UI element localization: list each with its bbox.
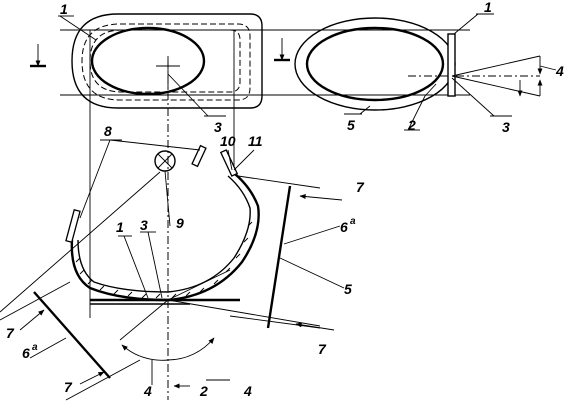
leader-8-b bbox=[109, 139, 201, 151]
bowl-outer-contour bbox=[71, 13, 263, 109]
leader-4-top-right bbox=[539, 65, 557, 71]
label-11: 11 bbox=[248, 133, 263, 149]
bowl-profile-inner bbox=[77, 175, 251, 293]
label-6a-left-sup: a bbox=[32, 342, 38, 353]
label-7-right-bottom: 7 bbox=[318, 341, 327, 357]
labels: 1 3 1 2 3 4 5 8 9 10 11 7 6 a 5 1 3 7 7 … bbox=[6, 0, 564, 399]
angle-arc-left bbox=[121, 344, 169, 361]
arrow-7-left-bottom bbox=[79, 371, 105, 385]
leader-2-top-right-b bbox=[407, 95, 426, 131]
label-1-top-right: 1 bbox=[484, 0, 492, 15]
leader-2-top-right bbox=[424, 83, 437, 97]
label-3-top-left: 3 bbox=[214, 119, 222, 135]
top-left-view bbox=[30, 13, 290, 117]
label-4-top-right: 4 bbox=[555, 63, 564, 79]
label-9: 9 bbox=[176, 215, 184, 231]
tilt-line-right-b bbox=[167, 299, 321, 327]
leader-6a-right bbox=[283, 225, 341, 245]
label-7-left-top: 7 bbox=[6, 325, 15, 341]
rotation-point-x2 bbox=[157, 153, 173, 169]
leader-10 bbox=[227, 149, 233, 171]
rim-edge-tile bbox=[191, 144, 207, 168]
label-8: 8 bbox=[104, 123, 112, 139]
support-plate-right-bottom-edge bbox=[229, 315, 321, 329]
label-4-right: 4 bbox=[243, 383, 252, 399]
leader-9 bbox=[164, 170, 171, 227]
top-right-view bbox=[294, 13, 557, 131]
leader-1-top-right bbox=[453, 13, 479, 35]
bowl-profile-outer bbox=[70, 169, 260, 302]
arrow-7-left-top bbox=[19, 309, 45, 331]
label-4-left: 4 bbox=[143, 383, 152, 399]
label-6a-left: 6 bbox=[22, 345, 30, 361]
label-2-section: 2 bbox=[199, 383, 208, 399]
label-1-section: 1 bbox=[116, 219, 124, 235]
support-plate-left-bottom-edge bbox=[65, 359, 141, 401]
leader-3-top-right bbox=[451, 77, 495, 117]
rim-flange-right bbox=[219, 149, 239, 177]
tilt-line-right-a bbox=[167, 269, 231, 301]
angle-line-upper bbox=[451, 55, 541, 77]
bowl-inner-dashed-contour-2 bbox=[89, 29, 241, 93]
support-plate-left bbox=[33, 291, 111, 379]
bowl-rim-inner-ellipse bbox=[305, 26, 445, 102]
leader-1-section bbox=[123, 235, 149, 299]
label-2-top-right: 2 bbox=[407, 117, 416, 133]
section-view bbox=[0, 139, 345, 401]
label-6a-right: 6 bbox=[340, 219, 348, 235]
angle-arc-right bbox=[167, 337, 215, 361]
bowl-rim-outer-ellipse bbox=[294, 17, 456, 111]
leader-6a-left bbox=[29, 337, 67, 359]
leader-3-section bbox=[147, 231, 163, 299]
leader-11 bbox=[233, 149, 255, 171]
label-5-section: 5 bbox=[344, 281, 352, 297]
label-7-left-bottom: 7 bbox=[64, 379, 73, 395]
label-10: 10 bbox=[220, 133, 236, 149]
leader-5-top-right bbox=[359, 105, 371, 115]
support-plate-right bbox=[266, 185, 292, 329]
leader-5-section bbox=[279, 257, 345, 289]
label-7-right-top: 7 bbox=[356, 179, 365, 195]
bowl-profile-hatching bbox=[75, 221, 253, 299]
label-6a-right-sup: a bbox=[350, 216, 356, 227]
support-plate-right-top-edge bbox=[237, 175, 321, 189]
label-3-section: 3 bbox=[140, 217, 148, 233]
tilt-line-left bbox=[0, 171, 161, 313]
arrow-7-right-top bbox=[299, 194, 343, 201]
support-plate-left-top-edge bbox=[0, 281, 71, 321]
flange-plate bbox=[447, 33, 456, 97]
label-3-top-right: 3 bbox=[502, 119, 510, 135]
rim-flange-left bbox=[65, 208, 81, 244]
label-1-top-left: 1 bbox=[60, 1, 68, 17]
arrow-7-right-bottom bbox=[295, 322, 335, 331]
tilt-line-lower-left bbox=[119, 299, 169, 341]
bowl-opening-ellipse bbox=[90, 26, 206, 96]
leader-8-a bbox=[79, 139, 111, 219]
label-5-top-right: 5 bbox=[347, 117, 355, 133]
bowl-inner-dashed-contour bbox=[81, 23, 251, 101]
angle-line-lower bbox=[451, 75, 541, 97]
